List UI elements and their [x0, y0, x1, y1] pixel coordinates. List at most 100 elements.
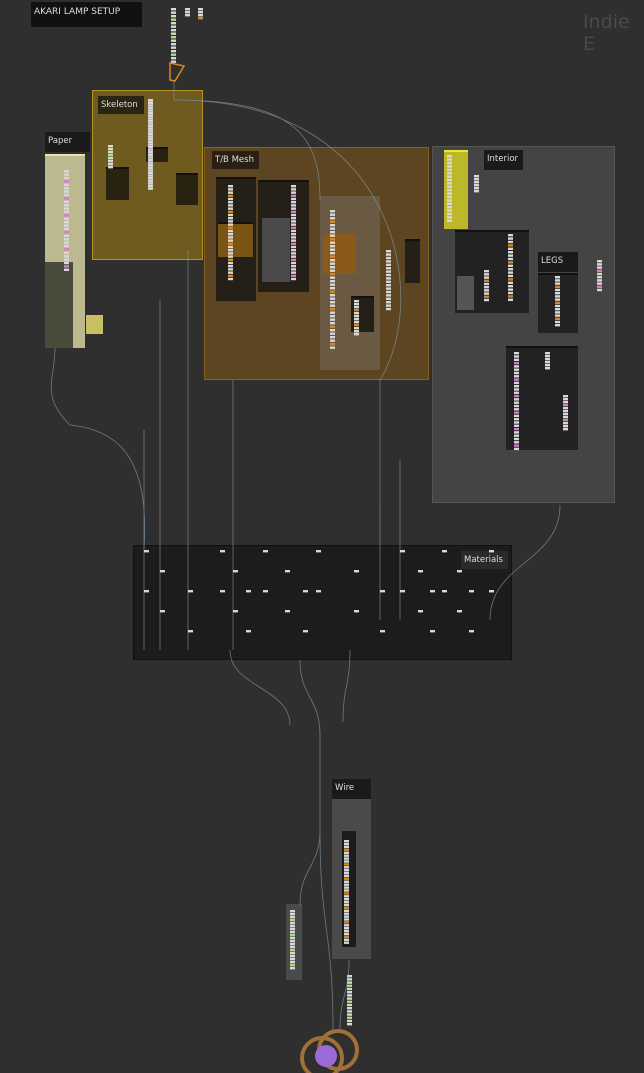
- node[interactable]: [233, 610, 238, 613]
- node[interactable]: [330, 287, 335, 290]
- node[interactable]: [344, 918, 349, 921]
- node[interactable]: [474, 181, 479, 184]
- node[interactable]: [563, 410, 568, 413]
- node[interactable]: [228, 210, 233, 213]
- network-box-interior-label[interactable]: Interior: [484, 150, 523, 170]
- node[interactable]: [64, 207, 69, 210]
- node[interactable]: [171, 43, 176, 46]
- node[interactable]: [228, 213, 233, 217]
- network-title-box[interactable]: AKARI LAMP SETUP: [31, 2, 142, 27]
- network-box-skeleton-label[interactable]: Skeleton: [98, 96, 144, 114]
- node[interactable]: [291, 242, 296, 245]
- node[interactable]: [330, 276, 335, 279]
- node[interactable]: [447, 192, 452, 195]
- node[interactable]: [484, 279, 489, 282]
- node[interactable]: [354, 330, 359, 333]
- node[interactable]: [545, 361, 550, 364]
- node[interactable]: [508, 295, 513, 298]
- node[interactable]: [290, 946, 295, 949]
- node[interactable]: [386, 270, 391, 273]
- node[interactable]: [64, 173, 69, 176]
- node[interactable]: [514, 365, 519, 368]
- node[interactable]: [347, 984, 352, 987]
- node[interactable]: [228, 220, 233, 223]
- node[interactable]: [233, 570, 238, 573]
- node[interactable]: [386, 280, 391, 283]
- node[interactable]: [344, 915, 349, 918]
- node[interactable]: [347, 1000, 352, 1003]
- node[interactable]: [290, 925, 295, 928]
- node[interactable]: [171, 8, 176, 11]
- node[interactable]: [171, 11, 176, 14]
- network-box-materials-label[interactable]: Materials: [461, 551, 508, 569]
- node[interactable]: [484, 270, 489, 273]
- node[interactable]: [330, 259, 335, 262]
- sticky-note[interactable]: [86, 315, 103, 334]
- node[interactable]: [330, 308, 335, 311]
- node[interactable]: [291, 213, 296, 217]
- node[interactable]: [344, 883, 349, 886]
- node[interactable]: [474, 190, 479, 193]
- node[interactable]: [228, 233, 233, 236]
- node[interactable]: [508, 237, 513, 240]
- node[interactable]: [354, 306, 359, 309]
- node[interactable]: [555, 311, 560, 314]
- node[interactable]: [447, 212, 452, 216]
- node[interactable]: [148, 151, 153, 154]
- node[interactable]: [514, 371, 519, 375]
- node[interactable]: [291, 239, 296, 242]
- node[interactable]: [344, 871, 349, 875]
- node[interactable]: [228, 217, 233, 220]
- node[interactable]: [64, 238, 69, 241]
- node[interactable]: [330, 297, 335, 300]
- node[interactable]: [64, 221, 69, 224]
- node[interactable]: [430, 590, 435, 593]
- node[interactable]: [64, 210, 69, 214]
- node[interactable]: [171, 57, 176, 60]
- node[interactable]: [228, 261, 233, 265]
- node[interactable]: [447, 189, 452, 192]
- node[interactable]: [563, 407, 568, 410]
- node[interactable]: [148, 99, 153, 102]
- node[interactable]: [354, 309, 359, 312]
- node[interactable]: [171, 53, 176, 56]
- node[interactable]: [484, 276, 489, 279]
- node[interactable]: [508, 257, 513, 261]
- node[interactable]: [344, 941, 349, 944]
- node[interactable]: [347, 1019, 352, 1023]
- node[interactable]: [514, 434, 519, 437]
- node[interactable]: [508, 251, 513, 254]
- node[interactable]: [148, 158, 153, 162]
- node[interactable]: [597, 266, 602, 269]
- node[interactable]: [347, 987, 352, 991]
- node[interactable]: [447, 206, 452, 209]
- node[interactable]: [354, 324, 359, 327]
- node[interactable]: [344, 842, 349, 846]
- node[interactable]: [447, 175, 452, 178]
- node[interactable]: [148, 148, 153, 151]
- node[interactable]: [347, 1023, 352, 1026]
- node[interactable]: [447, 178, 452, 182]
- node[interactable]: [290, 961, 295, 964]
- node[interactable]: [148, 174, 153, 177]
- node[interactable]: [514, 378, 519, 381]
- node[interactable]: [330, 266, 335, 269]
- node[interactable]: [354, 570, 359, 573]
- node[interactable]: [447, 161, 452, 165]
- node[interactable]: [148, 119, 153, 123]
- node[interactable]: [347, 1007, 352, 1010]
- node[interactable]: [108, 151, 113, 154]
- node[interactable]: [386, 284, 391, 287]
- node[interactable]: [386, 294, 391, 297]
- node[interactable]: [386, 307, 391, 311]
- node[interactable]: [291, 258, 296, 261]
- node[interactable]: [347, 994, 352, 997]
- node[interactable]: [144, 550, 149, 553]
- node[interactable]: [64, 217, 69, 220]
- node[interactable]: [108, 148, 113, 151]
- node[interactable]: [148, 169, 153, 172]
- node[interactable]: [386, 273, 391, 277]
- node[interactable]: [344, 909, 349, 912]
- node[interactable]: [514, 418, 519, 421]
- node[interactable]: [354, 312, 359, 315]
